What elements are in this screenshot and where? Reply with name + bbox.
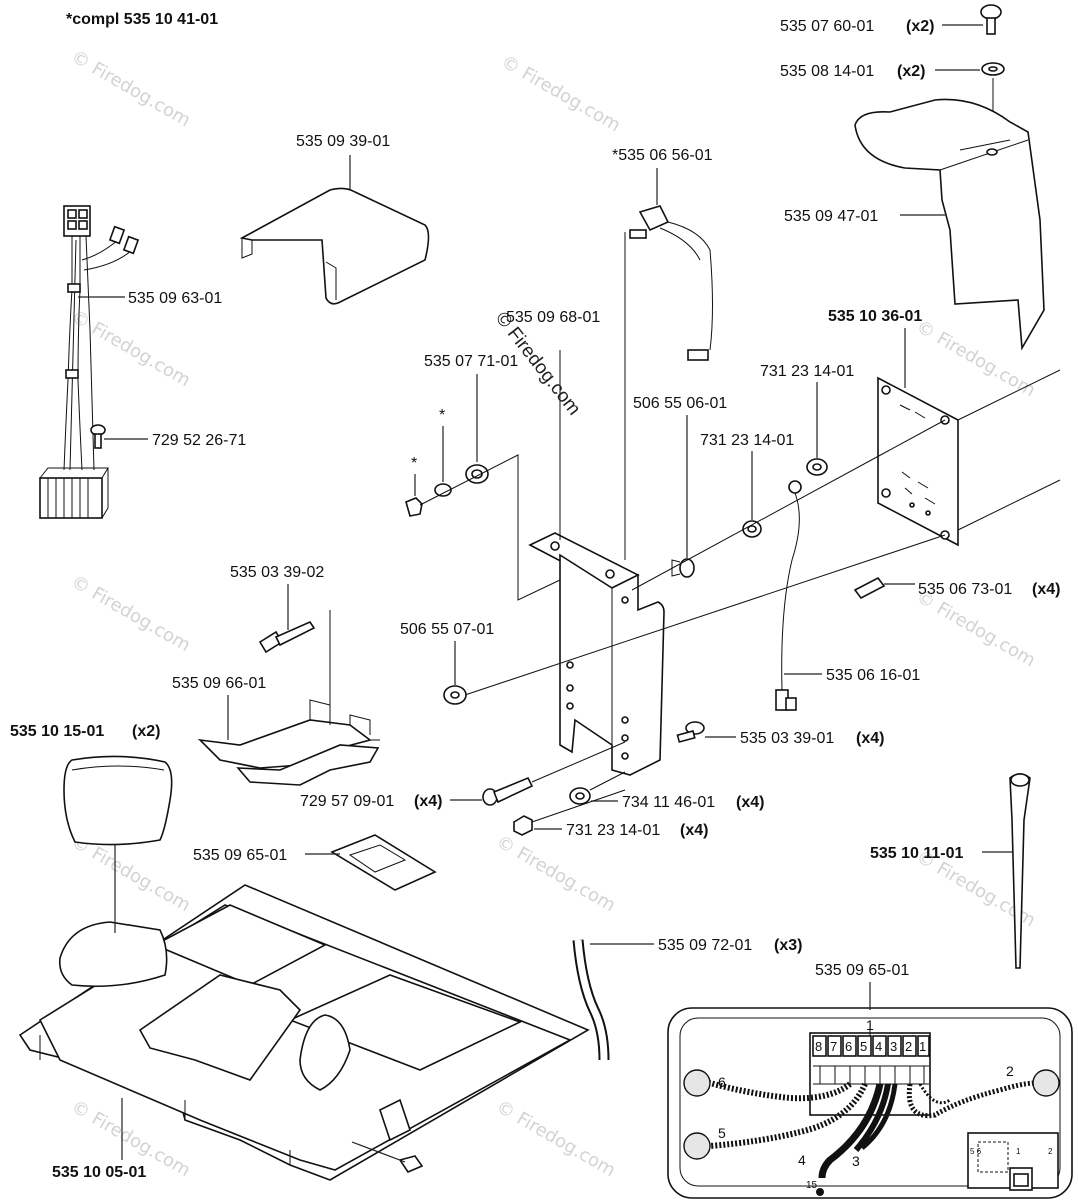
standoff-callout[interactable]: 535 06 73-01 bbox=[918, 581, 1012, 598]
screw-long-part bbox=[482, 741, 626, 806]
bushing-b-callout[interactable]: 506 55 07-01 bbox=[400, 621, 494, 638]
board-callout[interactable]: 535 10 36-01 bbox=[828, 308, 922, 325]
nut-b-part bbox=[742, 520, 762, 538]
nut-a-callout[interactable]: 731 23 14-01 bbox=[760, 363, 854, 380]
wire-num-6: 6 bbox=[718, 1074, 726, 1090]
wire-num-15: 15 bbox=[806, 1180, 818, 1191]
screw-x4-qty: (x4) bbox=[856, 730, 884, 747]
knob-callout[interactable]: 535 10 15-01 bbox=[10, 723, 104, 740]
nut-b-callout[interactable]: 731 23 14-01 bbox=[700, 432, 794, 449]
cover-right-callout[interactable]: 535 09 47-01 bbox=[784, 208, 878, 225]
harness-part bbox=[39, 205, 140, 519]
terminal-slots bbox=[812, 1035, 930, 1057]
board-part bbox=[877, 369, 1061, 547]
star-marker-1: * bbox=[439, 407, 445, 424]
screw-small-callout[interactable]: 729 52 26-71 bbox=[152, 432, 246, 449]
wire-callout[interactable]: 535 06 16-01 bbox=[826, 667, 920, 684]
nut-x4-callout[interactable]: 731 23 14-01 bbox=[566, 822, 660, 839]
washer-top-callout[interactable]: 535 08 14-01 bbox=[780, 63, 874, 80]
washer-x4-callout[interactable]: 734 11 46-01 bbox=[622, 794, 715, 811]
terminal-5: 5 bbox=[860, 1039, 867, 1054]
panel-part bbox=[18, 884, 590, 1181]
cover-right-part bbox=[854, 98, 1045, 351]
terminal-3: 3 bbox=[890, 1039, 897, 1054]
screw-long-callout[interactable]: 729 57 09-01 bbox=[300, 793, 394, 810]
nut-a-part bbox=[806, 458, 828, 476]
watermark: © Firedog.com bbox=[68, 46, 194, 131]
relay-label-c: 2 bbox=[1048, 1147, 1053, 1156]
bushing-b-part bbox=[443, 685, 467, 705]
screw-top-qty: (x2) bbox=[906, 18, 934, 35]
tube-part bbox=[572, 939, 610, 1061]
nut-washer-callout[interactable]: 535 07 71-01 bbox=[424, 353, 518, 370]
washer-top-qty: (x2) bbox=[897, 63, 925, 80]
star-marker-2: * bbox=[411, 455, 417, 472]
wire-num-3: 3 bbox=[852, 1153, 860, 1169]
panel-callout[interactable]: 535 10 05-01 bbox=[52, 1164, 146, 1181]
plate-callout[interactable]: 535 09 66-01 bbox=[172, 675, 266, 692]
assembly-label: *compl 535 10 41-01 bbox=[66, 11, 218, 28]
wire-num-5: 5 bbox=[718, 1125, 726, 1141]
screw-x4-callout[interactable]: 535 03 39-01 bbox=[740, 730, 834, 747]
switch-callout[interactable]: *535 06 56-01 bbox=[612, 147, 713, 164]
knob-part bbox=[63, 755, 173, 846]
tube-qty: (x3) bbox=[774, 937, 802, 954]
watermark: © Firedog.com bbox=[493, 1096, 619, 1181]
washer-top-part bbox=[981, 62, 1005, 76]
washer-x4-qty: (x4) bbox=[736, 794, 764, 811]
watermark: © Firedog.com bbox=[68, 306, 194, 391]
watermark: © Firedog.com bbox=[493, 831, 619, 916]
terminal-6: 6 bbox=[845, 1039, 852, 1054]
harness-callout[interactable]: 535 09 63-01 bbox=[128, 290, 222, 307]
screw-long-qty: (x4) bbox=[414, 793, 442, 810]
tube-callout[interactable]: 535 09 72-01 bbox=[658, 937, 752, 954]
terminal-8: 8 bbox=[815, 1039, 822, 1054]
bolt-callout[interactable]: 535 03 39-02 bbox=[230, 564, 324, 581]
bushing-a-part bbox=[671, 558, 695, 578]
key-part bbox=[1009, 773, 1031, 969]
relay-label-a: 5 6 bbox=[970, 1147, 982, 1156]
terminal-1: 1 bbox=[919, 1039, 926, 1054]
standoff-qty: (x4) bbox=[1032, 581, 1060, 598]
clip-part bbox=[330, 834, 437, 891]
switch-part bbox=[629, 205, 713, 361]
standoff-part bbox=[853, 576, 886, 600]
bracket-callout[interactable]: 535 09 68-01 bbox=[506, 309, 600, 326]
terminal-7: 7 bbox=[830, 1039, 837, 1054]
terminal-4: 4 bbox=[875, 1039, 882, 1054]
detail-title-callout[interactable]: 535 09 65-01 bbox=[815, 962, 909, 979]
terminal-2: 2 bbox=[905, 1039, 912, 1054]
wire-num-4: 4 bbox=[798, 1152, 806, 1168]
nut-washer-part bbox=[405, 454, 561, 601]
bushing-a-callout[interactable]: 506 55 06-01 bbox=[633, 395, 727, 412]
cover-top-left-part bbox=[239, 187, 430, 305]
watermark: © Firedog.com bbox=[68, 571, 194, 656]
knob-qty: (x2) bbox=[132, 723, 160, 740]
relay-label-b: 1 bbox=[1016, 1147, 1021, 1156]
wire-num-2: 2 bbox=[1006, 1063, 1014, 1079]
key-callout[interactable]: 535 10 11-01 bbox=[870, 845, 964, 862]
screw-top-part bbox=[980, 4, 1002, 35]
plate-part bbox=[197, 699, 380, 786]
nut-x4-qty: (x4) bbox=[680, 822, 708, 839]
wiring-detail: 8 7 6 5 4 3 2 1 bbox=[667, 1007, 1073, 1199]
cover-top-left-callout[interactable]: 535 09 39-01 bbox=[296, 133, 390, 150]
screw-top-callout[interactable]: 535 07 60-01 bbox=[780, 18, 874, 35]
watermark: © Firedog.com bbox=[498, 51, 624, 136]
clip-callout[interactable]: 535 09 65-01 bbox=[193, 847, 287, 864]
watermark: © Firedog.com bbox=[913, 586, 1039, 671]
screw-x4-part bbox=[676, 721, 705, 743]
wire-num-1: 1 bbox=[866, 1017, 874, 1033]
nut-x4-part bbox=[513, 789, 626, 836]
bracket-part bbox=[528, 232, 665, 776]
wire-part bbox=[775, 480, 802, 711]
washer-x4-part bbox=[569, 771, 626, 805]
screw-small-part bbox=[90, 424, 106, 449]
